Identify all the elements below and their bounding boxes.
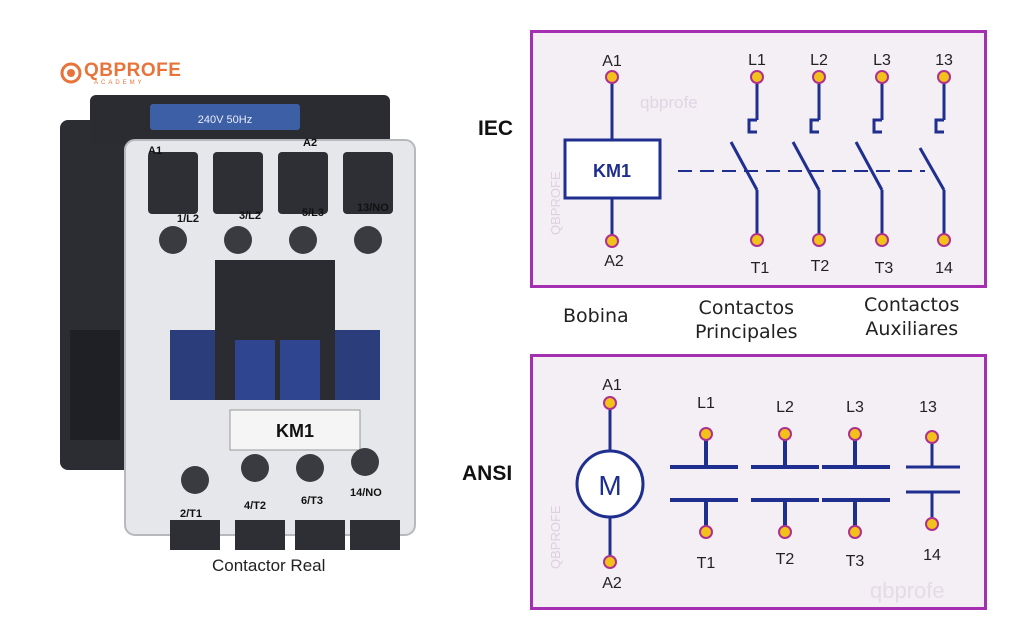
ansi-top-label-1: L1 [697, 395, 715, 412]
ansi-top-label-2: L2 [776, 399, 794, 416]
coil-label-plate [150, 104, 300, 130]
ansi-top-label-4: 13 [919, 399, 937, 416]
ansi-contact-3 [822, 438, 890, 529]
iec-bottom-label-4: 14 [935, 260, 953, 277]
photo-bottom-terminal-1: 2/T1 [180, 508, 202, 520]
ansi-diagram: qbprofe QBPROFE M A1 A2 L1 L2 L3 13 T1 T… [548, 377, 960, 603]
iec-coil-terminal-a2 [605, 234, 619, 248]
iec-top-label-3: L3 [873, 52, 891, 69]
iec-contacts [729, 78, 946, 237]
iec-coil-bottom-label: A2 [604, 253, 624, 270]
iec-coil-box [563, 138, 662, 200]
iec-coil-top-label: A1 [602, 53, 622, 70]
ansi-bottom-label-1: T1 [697, 555, 716, 572]
contactor-mount-clip [70, 330, 120, 440]
aux-block-left [170, 330, 215, 400]
ansi-bottom-label-2: T2 [776, 551, 795, 568]
bottom-terminal-chambers [170, 520, 400, 550]
device-label-text: KM1 [276, 421, 314, 441]
ansi-motor-symbol: M [598, 470, 621, 501]
iec-standard-label: IEC [478, 117, 514, 140]
photo-bottom-terminal-3: 6/T3 [301, 495, 323, 507]
ansi-coil-top-label: A1 [602, 377, 622, 394]
iec-contact-3 [854, 78, 884, 237]
top-screws [159, 226, 382, 254]
photo-top-terminal-2: 3/L2 [239, 210, 261, 222]
ansi-top-label-3: L3 [846, 399, 864, 416]
photo-bottom-terminal-4: 14/NO [350, 487, 382, 499]
iec-contact-2 [791, 78, 821, 237]
aux-block-right [335, 330, 380, 400]
iec-contact-1 [729, 78, 759, 237]
actuator-right [280, 340, 320, 400]
ansi-contacts [670, 438, 960, 529]
ansi-contact-aux [906, 440, 960, 522]
brand-tag: ACADEMY [94, 80, 145, 86]
photo-bottom-terminal-2: 4/T2 [244, 500, 266, 512]
coil-label-text: 240V 50Hz [198, 114, 252, 126]
photo-top-terminal-4: 13/NO [357, 202, 389, 214]
category-main: Contactos Principales [695, 297, 798, 343]
ansi-contact-2 [751, 438, 819, 529]
ansi-bottom-label-3: T3 [846, 553, 865, 570]
iec-bottom-label-2: T2 [811, 258, 830, 275]
category-coil: Bobina [563, 305, 629, 327]
photo-coil-terminal-a2: A2 [303, 137, 317, 149]
ansi-side-watermark: QBPROFE [548, 505, 563, 569]
ansi-coil-terminal-a2 [603, 555, 617, 569]
iec-contact-aux [918, 78, 946, 237]
ansi-coil-terminal-a1 [603, 396, 617, 410]
photo-caption: Contactor Real [212, 556, 326, 575]
ansi-terminals [699, 427, 939, 539]
brand-name: QBPROFE [84, 60, 182, 81]
ansi-bottom-label-4: 14 [923, 547, 941, 564]
iec-top-label-2: L2 [810, 52, 828, 69]
ansi-contact-1 [670, 438, 738, 529]
iec-terminals [750, 70, 951, 247]
iec-side-watermark: QBPROFE [548, 171, 563, 235]
contactor-photo: 240V 50Hz KM1 A1 A2 1/L2 3/L2 5/L3 13/NO… [60, 95, 416, 550]
iec-top-label-4: 13 [935, 52, 953, 69]
photo-top-terminal-3: 5/L3 [302, 207, 324, 219]
actuator-left [235, 340, 275, 400]
brand-logo: QBPROFE ACADEMY [60, 58, 182, 86]
iec-coil-terminal-a1 [605, 70, 619, 84]
device-label-plate [229, 409, 361, 451]
top-terminal-chambers [148, 152, 393, 214]
iec-diagram: qbprofe QBPROFE KM1 A1 A2 L1 L2 L3 13 [548, 52, 953, 277]
iec-watermark: qbprofe [640, 93, 698, 112]
ansi-watermark: qbprofe [870, 578, 945, 603]
iec-bottom-label-3: T3 [875, 260, 894, 277]
iec-coil-name: KM1 [593, 161, 631, 181]
category-aux: Contactos Auxiliares [864, 294, 960, 340]
iec-bottom-label-1: T1 [751, 260, 770, 277]
ansi-coil-bottom-label: A2 [602, 575, 622, 592]
photo-top-terminal-1: 1/L2 [177, 213, 199, 225]
ansi-coil-circle [575, 449, 645, 519]
ansi-standard-label: ANSI [462, 462, 513, 485]
iec-top-label-1: L1 [748, 52, 766, 69]
photo-coil-terminal-a1: A1 [148, 145, 162, 157]
brand-logo-icon [60, 62, 82, 84]
bottom-screws [181, 448, 379, 494]
